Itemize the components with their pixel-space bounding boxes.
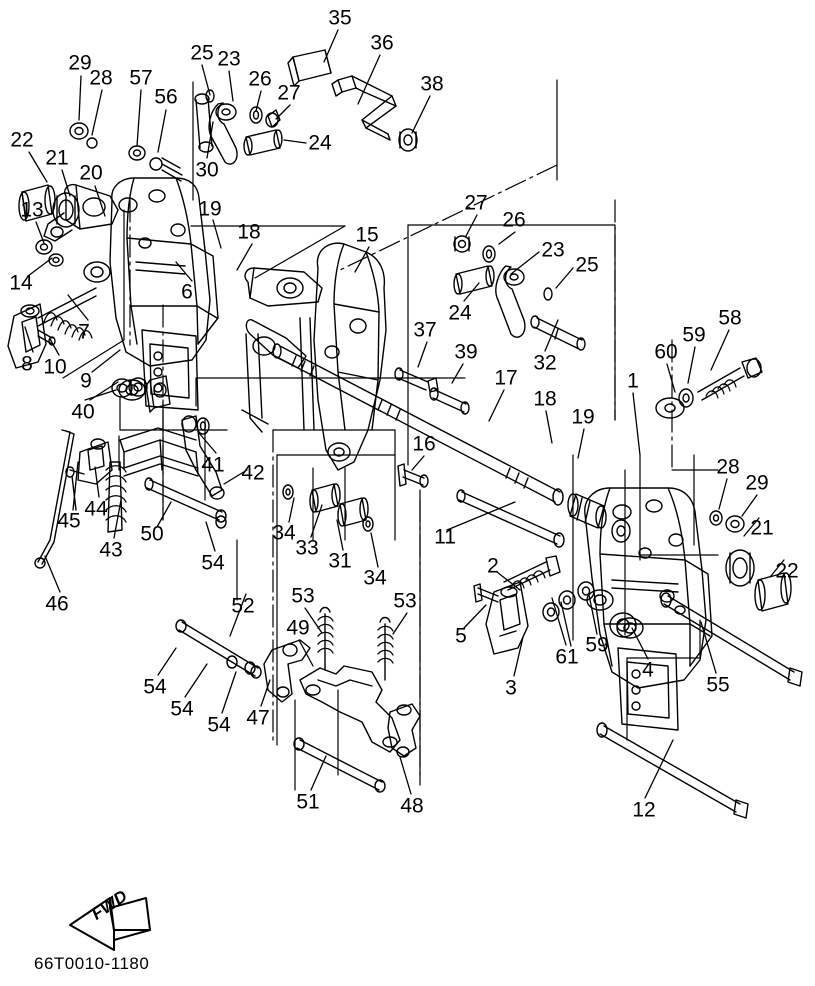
- callout-number-24[interactable]: 24: [308, 131, 332, 155]
- callout-number-31[interactable]: 31: [328, 549, 352, 573]
- callout-number-53[interactable]: 53: [291, 584, 315, 608]
- callout-number-21[interactable]: 21: [750, 516, 774, 540]
- callout-number-18[interactable]: 18: [533, 387, 557, 411]
- callout-number-40[interactable]: 40: [71, 400, 95, 424]
- fwd-arrow-icon: [69, 897, 151, 951]
- callout-number-46[interactable]: 46: [45, 592, 69, 616]
- construction-lines: [62, 79, 719, 791]
- lower-center-linkage: [175, 606, 421, 793]
- callout-number-57[interactable]: 57: [129, 66, 153, 90]
- top-hardware-group: [194, 49, 418, 165]
- callout-number-38[interactable]: 38: [420, 72, 444, 96]
- callout-number-33[interactable]: 33: [295, 536, 319, 560]
- callout-number-27[interactable]: 27: [464, 191, 488, 215]
- callout-number-41[interactable]: 41: [201, 453, 225, 477]
- callout-number-15[interactable]: 15: [355, 223, 379, 247]
- callout-number-59[interactable]: 59: [585, 633, 609, 657]
- left-hardware-group: [7, 122, 183, 398]
- callout-number-45[interactable]: 45: [57, 509, 81, 533]
- callout-number-26[interactable]: 26: [248, 67, 272, 91]
- left-clamp-bracket-assembly: [43, 177, 219, 411]
- callout-number-18[interactable]: 18: [237, 220, 261, 244]
- callout-number-19[interactable]: 19: [571, 405, 595, 429]
- callout-number-25[interactable]: 25: [575, 253, 599, 277]
- callout-number-7[interactable]: 7: [78, 320, 90, 344]
- fwd-direction-badge: FWD: [62, 886, 152, 946]
- callout-number-11[interactable]: 11: [434, 525, 456, 549]
- callout-number-51[interactable]: 51: [296, 790, 320, 814]
- callout-number-12[interactable]: 12: [632, 798, 656, 822]
- center-bushings: [282, 483, 374, 532]
- leader-lines: [24, 29, 785, 799]
- callout-number-23[interactable]: 23: [217, 47, 241, 71]
- callout-number-34[interactable]: 34: [272, 521, 296, 545]
- callout-number-3[interactable]: 3: [505, 676, 517, 700]
- callout-number-55[interactable]: 55: [706, 673, 730, 697]
- callout-number-25[interactable]: 25: [190, 41, 214, 65]
- callout-number-27[interactable]: 27: [277, 81, 301, 105]
- callout-number-50[interactable]: 50: [140, 522, 164, 546]
- callout-number-8[interactable]: 8: [21, 352, 33, 376]
- callout-number-30[interactable]: 30: [195, 158, 219, 182]
- callout-number-32[interactable]: 32: [533, 351, 557, 375]
- callout-number-20[interactable]: 20: [79, 161, 103, 185]
- callout-number-56[interactable]: 56: [154, 85, 178, 109]
- right-hardware-group: [473, 357, 803, 819]
- right-upper-hardware: [453, 235, 553, 338]
- callout-number-43[interactable]: 43: [99, 538, 123, 562]
- callout-number-5[interactable]: 5: [455, 624, 467, 648]
- callout-number-42[interactable]: 42: [241, 461, 265, 485]
- callout-number-35[interactable]: 35: [328, 6, 352, 30]
- callout-number-26[interactable]: 26: [502, 208, 526, 232]
- callout-number-24[interactable]: 24: [448, 301, 472, 325]
- callout-number-9[interactable]: 9: [80, 369, 92, 393]
- callout-number-47[interactable]: 47: [246, 706, 270, 730]
- callout-number-6[interactable]: 6: [181, 280, 193, 304]
- callout-number-53[interactable]: 53: [393, 589, 417, 613]
- callout-number-54[interactable]: 54: [170, 697, 194, 721]
- callout-number-19[interactable]: 19: [198, 197, 222, 221]
- callout-number-54[interactable]: 54: [143, 675, 167, 699]
- callout-number-48[interactable]: 48: [400, 794, 424, 818]
- callout-number-28[interactable]: 28: [716, 455, 740, 479]
- callout-number-2[interactable]: 2: [487, 554, 499, 578]
- callout-number-17[interactable]: 17: [494, 366, 518, 390]
- callout-number-61[interactable]: 61: [555, 645, 579, 669]
- callout-number-29[interactable]: 29: [68, 51, 92, 75]
- callout-number-14[interactable]: 14: [9, 271, 33, 295]
- callout-number-49[interactable]: 49: [286, 616, 310, 640]
- callout-number-29[interactable]: 29: [745, 471, 769, 495]
- callout-number-54[interactable]: 54: [207, 713, 231, 737]
- callout-number-58[interactable]: 58: [718, 306, 742, 330]
- callout-number-34[interactable]: 34: [363, 566, 387, 590]
- callout-number-60[interactable]: 60: [654, 340, 678, 364]
- callout-number-22[interactable]: 22: [10, 128, 34, 152]
- callout-number-13[interactable]: 13: [20, 198, 44, 222]
- callout-number-44[interactable]: 44: [84, 497, 108, 521]
- callout-number-22[interactable]: 22: [775, 559, 799, 583]
- callout-number-39[interactable]: 39: [454, 340, 478, 364]
- callout-number-16[interactable]: 16: [412, 432, 436, 456]
- steering-shaft-assembly: [272, 315, 631, 548]
- center-swivel-bracket: [241, 242, 387, 471]
- diagram-code-label: 66T0010-1180: [34, 954, 150, 973]
- callout-number-36[interactable]: 36: [370, 31, 394, 55]
- callout-number-54[interactable]: 54: [201, 551, 225, 575]
- callout-number-1[interactable]: 1: [627, 369, 639, 393]
- callout-number-21[interactable]: 21: [45, 146, 69, 170]
- callout-number-4[interactable]: 4: [642, 658, 654, 682]
- lower-left-linkage: [34, 375, 227, 569]
- callout-number-59[interactable]: 59: [682, 323, 706, 347]
- callout-number-28[interactable]: 28: [89, 66, 113, 90]
- right-clamp-bracket-assembly: [584, 487, 713, 731]
- callout-number-23[interactable]: 23: [541, 238, 565, 262]
- callout-number-37[interactable]: 37: [413, 318, 437, 342]
- callout-number-52[interactable]: 52: [231, 594, 255, 618]
- callout-number-10[interactable]: 10: [43, 355, 67, 379]
